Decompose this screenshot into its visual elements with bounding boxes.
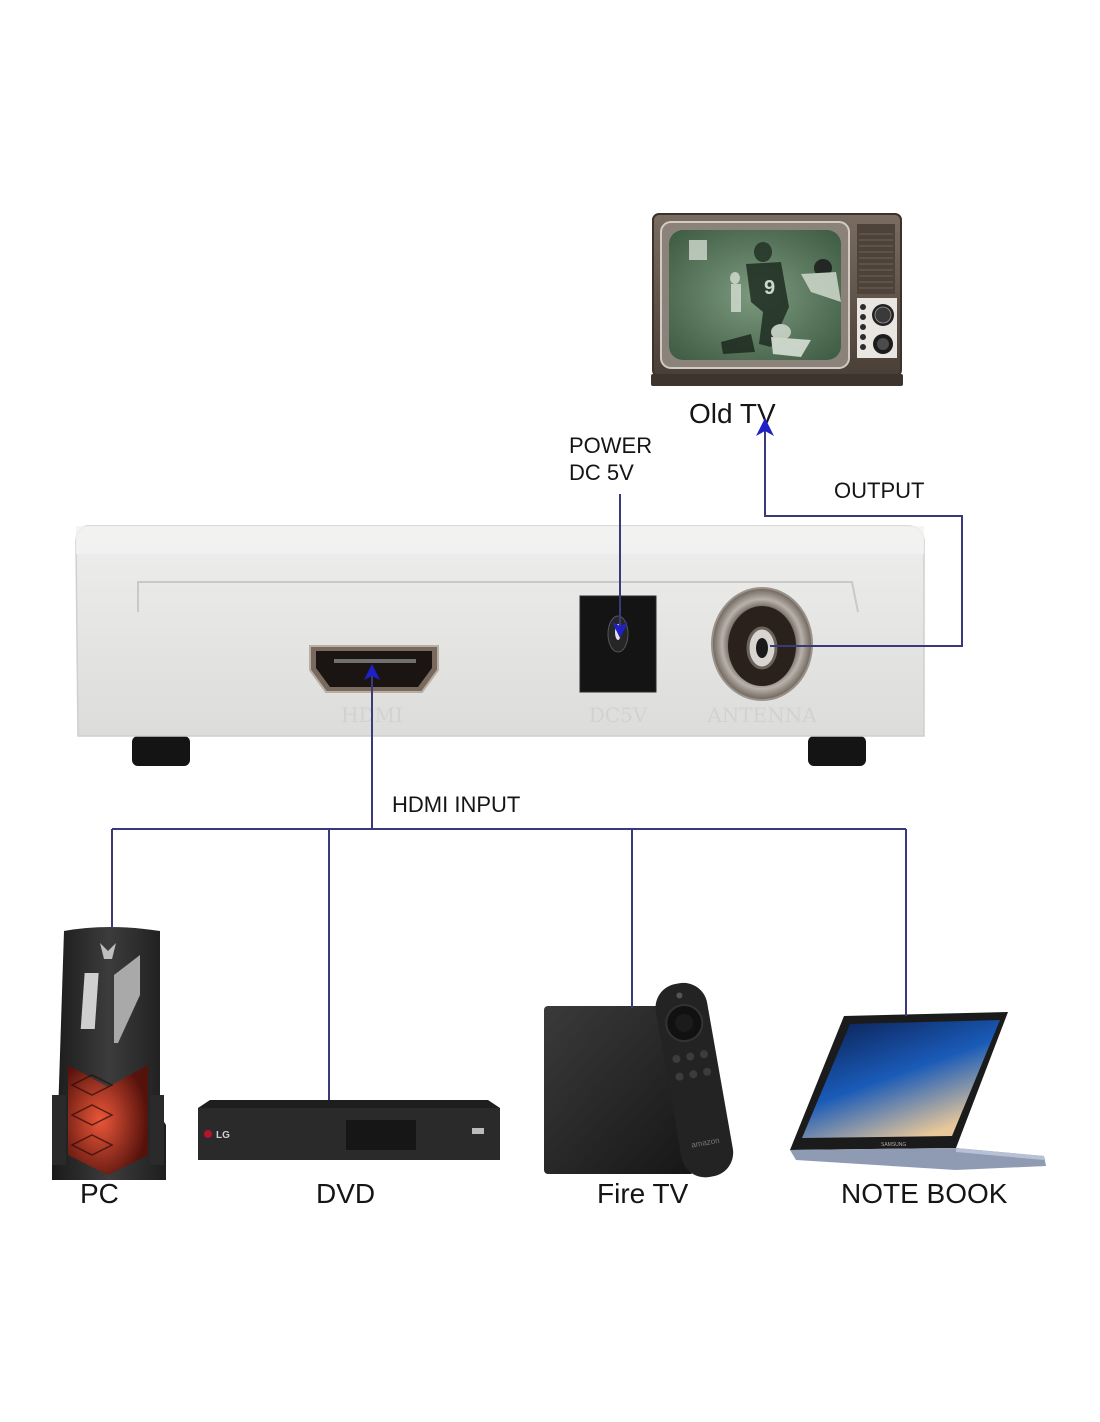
- svg-text:9: 9: [764, 277, 775, 299]
- hdmi-to-rf-converter: HDMI DC5V ANTENNA: [72, 524, 928, 774]
- old-tv-illustration: 9: [651, 213, 903, 386]
- dvd-player-image: LG: [196, 1098, 502, 1164]
- dvd-brand: LG: [216, 1130, 230, 1141]
- right-foot: [808, 736, 866, 766]
- football-scene: 9: [689, 240, 841, 357]
- notebook-illustration: SAMSUNG: [790, 1012, 1046, 1170]
- fire-tv-illustration: amazon: [544, 982, 734, 1178]
- antenna-coax-port: [711, 587, 813, 701]
- fire-tv-label: Fire TV: [597, 1178, 689, 1209]
- power-spec-label: DC 5V: [569, 460, 634, 485]
- hdmi-port-label: HDMI: [341, 703, 403, 727]
- converter-illustration: HDMI DC5V ANTENNA: [75, 525, 925, 766]
- notebook-label: NOTE BOOK: [841, 1178, 1008, 1209]
- output-label: OUTPUT: [834, 478, 925, 503]
- old-tv-label: Old TV: [689, 398, 776, 429]
- left-foot: [132, 736, 190, 766]
- fire-tv-box: [544, 1006, 694, 1174]
- notebook-brand: SAMSUNG: [881, 1142, 906, 1148]
- power-label: POWER: [569, 433, 653, 458]
- fire-tv-remote: amazon: [655, 982, 734, 1178]
- fire-tv-image: amazon: [540, 978, 760, 1178]
- notebook-image: SAMSUNG: [786, 1010, 1050, 1176]
- lg-logo-icon: [204, 1130, 212, 1138]
- dc-power-jack: [579, 595, 657, 693]
- dc-port-label: DC5V: [589, 703, 648, 727]
- pc-label: PC: [80, 1178, 119, 1209]
- tv-buttons: [860, 304, 866, 350]
- hdmi-port: [309, 645, 439, 693]
- pc-tower-image: [48, 925, 168, 1183]
- hdmi-input-label: HDMI INPUT: [392, 792, 521, 817]
- dvd-label: DVD: [316, 1178, 376, 1209]
- pc-tower-illustration: [52, 927, 166, 1180]
- antenna-port-label: ANTENNA: [706, 703, 817, 727]
- dvd-player-illustration: LG: [198, 1100, 500, 1160]
- old-tv-image: 9: [651, 212, 903, 388]
